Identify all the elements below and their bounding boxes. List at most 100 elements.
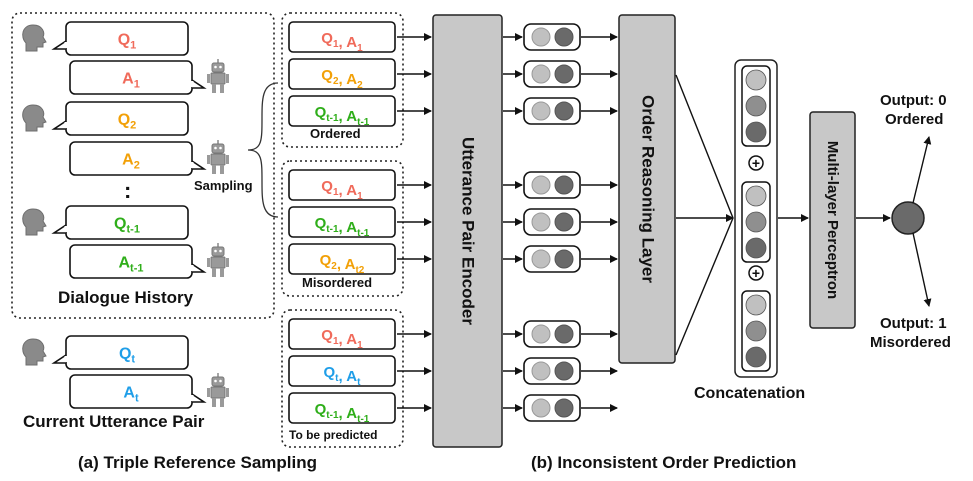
embedding-node — [531, 101, 551, 121]
history-answer-bubble: A2 — [69, 141, 207, 176]
representation-node — [745, 320, 767, 342]
embedding-node — [531, 324, 551, 344]
current-pair-title: Current Utterance Pair — [23, 412, 205, 431]
embedding-node — [554, 64, 574, 84]
utterance-pair-box — [288, 21, 396, 53]
utterance-pair-box — [288, 95, 396, 127]
bubble-tail — [191, 393, 207, 403]
robot-icon — [207, 243, 229, 277]
history-ellipsis: : — [124, 178, 132, 203]
representation-node — [745, 294, 767, 316]
embedding-node — [554, 175, 574, 195]
representation-node — [745, 95, 767, 117]
utterance-pair-box — [288, 58, 396, 90]
bubble-tail — [51, 40, 67, 50]
utterance-text: At-1 — [118, 255, 143, 275]
embedding-node — [554, 249, 574, 269]
speech-bubble — [65, 21, 189, 56]
history-answer-bubble: At-1 — [69, 244, 207, 279]
representation-node — [745, 185, 767, 207]
caption-b: (b) Inconsistent Order Prediction — [531, 453, 797, 472]
output-top-line1: Output: 0 — [880, 92, 947, 109]
misordered-group-panel — [281, 160, 404, 297]
bubble-tail — [51, 224, 67, 234]
embedding-node — [531, 249, 551, 269]
circled-plus-icon — [748, 155, 764, 171]
mlp-label: Multi-layer Perceptron — [824, 141, 841, 299]
bubble-tail — [191, 79, 207, 89]
utterance-pair-text: Q2, At2 — [320, 252, 365, 276]
utterance-pair-box — [288, 169, 396, 201]
utterance-text: A2 — [122, 152, 140, 172]
utterance-pair-text: Qt-1, At-1 — [315, 104, 370, 128]
embedding-node — [554, 101, 574, 121]
utterance-pair-text: Q1, A1 — [321, 30, 363, 54]
caption-a: (a) Triple Reference Sampling — [78, 453, 318, 472]
converge-line — [675, 217, 734, 356]
utterance-text: A1 — [122, 71, 140, 91]
output-node — [891, 201, 925, 235]
robot-icon — [207, 140, 229, 174]
human-head-icon — [22, 338, 47, 366]
speech-bubble — [69, 374, 193, 409]
utterance-text: Q1 — [118, 32, 137, 52]
group-label-ordered: Ordered — [310, 126, 361, 141]
utterance-pair-text: Q1, A1 — [321, 178, 363, 202]
speech-bubble — [65, 335, 189, 370]
utterance-pair-text: Qt-1, At-1 — [315, 401, 370, 425]
human-head-icon — [22, 208, 47, 236]
representation-node — [745, 69, 767, 91]
bubble-tail — [191, 160, 207, 170]
output-bottom-line1: Output: 1 — [880, 315, 947, 332]
utterance-pair-box — [288, 206, 396, 238]
order-reasoning-layer-block — [618, 14, 676, 364]
sampling-brace — [247, 82, 279, 218]
current-question-bubble: Qt — [51, 335, 189, 370]
utterance-pair-box — [288, 318, 396, 350]
concatenation-label: Concatenation — [694, 385, 806, 402]
bubble-tail — [51, 120, 67, 130]
history-answer-bubble: A1 — [69, 60, 207, 95]
embedding-node — [531, 361, 551, 381]
embedding-node — [531, 398, 551, 418]
speech-bubble — [65, 205, 189, 240]
bubble-tail — [51, 354, 67, 364]
encoder-label: Utterance Pair Encoder — [459, 137, 478, 325]
robot-icon — [207, 59, 229, 93]
utterance-pair-text: Qt, At — [324, 364, 362, 388]
embedding-node — [554, 398, 574, 418]
utterance-pair-encoder-block — [432, 14, 503, 448]
utterance-pair-box — [288, 243, 396, 275]
speech-bubble — [69, 244, 193, 279]
group-label-misordered: Misordered — [302, 275, 373, 290]
utterance-text: Qt — [119, 346, 135, 366]
embedding-node — [531, 212, 551, 232]
representation-node — [745, 211, 767, 233]
concat-symbol: + — [752, 155, 760, 171]
sampling-label: Sampling — [194, 178, 253, 193]
concat-symbol: + — [752, 265, 760, 281]
dialogue-history-title: Dialogue History — [58, 288, 194, 307]
human-head-icon — [22, 24, 47, 52]
representation-node — [745, 237, 767, 259]
circled-plus-icon — [748, 265, 764, 281]
utterance-pair-text: Qt-1, At-1 — [315, 215, 370, 239]
history-question-bubble: Q2 — [51, 101, 189, 136]
embedding-node — [554, 27, 574, 47]
utterance-pair-text: Q1, A1 — [321, 327, 363, 351]
utterance-pair-text: Q2, A2 — [321, 67, 363, 91]
history-question-bubble: Qt-1 — [51, 205, 189, 240]
embedding-node — [531, 175, 551, 195]
utterance-text: At — [123, 385, 139, 405]
group-label-to-be-predicted: To be predicted — [289, 428, 378, 442]
embedding-node — [554, 361, 574, 381]
embedding-node — [531, 27, 551, 47]
current-answer-bubble: At — [69, 374, 207, 409]
utterance-pair-box — [288, 355, 396, 387]
output-top-line2: Ordered — [885, 111, 944, 128]
output-arrow-misordered — [912, 232, 932, 307]
output-bottom-line2: Misordered — [870, 334, 951, 351]
speech-bubble — [69, 60, 193, 95]
mlp-block — [809, 111, 856, 329]
